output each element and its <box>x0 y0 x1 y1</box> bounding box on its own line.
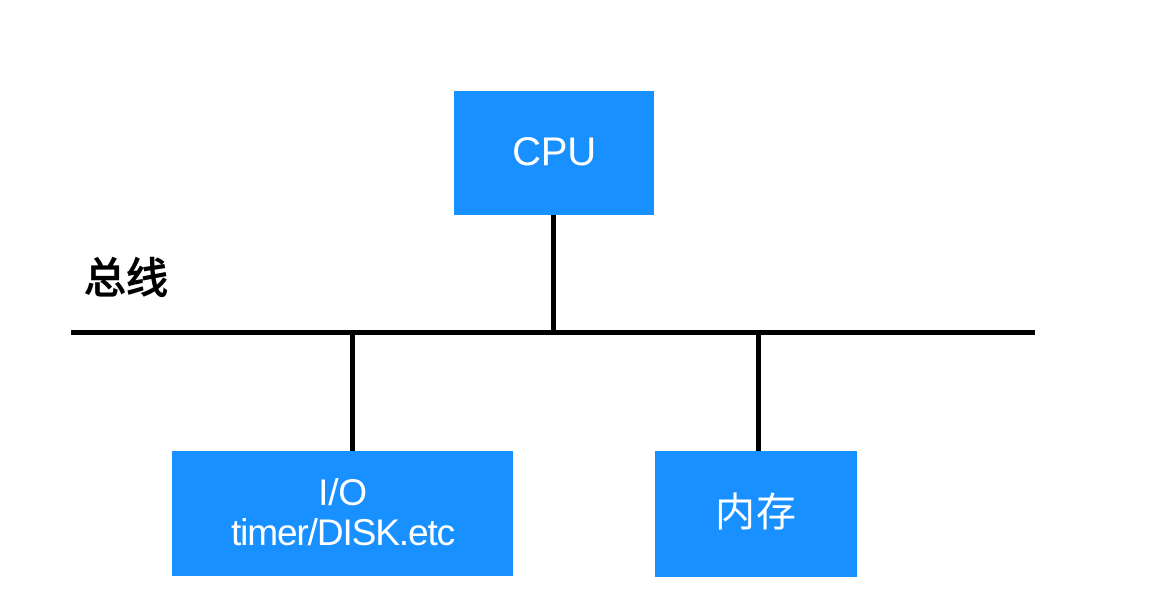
node-io-label-secondary: timer/DISK.etc <box>230 511 455 553</box>
bus-label: 总线 <box>84 255 169 302</box>
bus-line <box>71 330 1035 335</box>
connector-bus-to-memory <box>756 331 761 455</box>
connector-bus-to-io <box>350 331 355 455</box>
connector-cpu-to-bus <box>551 210 556 334</box>
node-io-label-primary: I/O <box>318 471 367 513</box>
node-io[interactable]: I/O timer/DISK.etc <box>172 451 513 576</box>
node-memory[interactable]: 内存 <box>655 451 857 577</box>
node-cpu[interactable]: CPU <box>454 91 654 215</box>
node-cpu-label: CPU <box>512 130 596 175</box>
node-memory-label: 内存 <box>715 491 797 536</box>
